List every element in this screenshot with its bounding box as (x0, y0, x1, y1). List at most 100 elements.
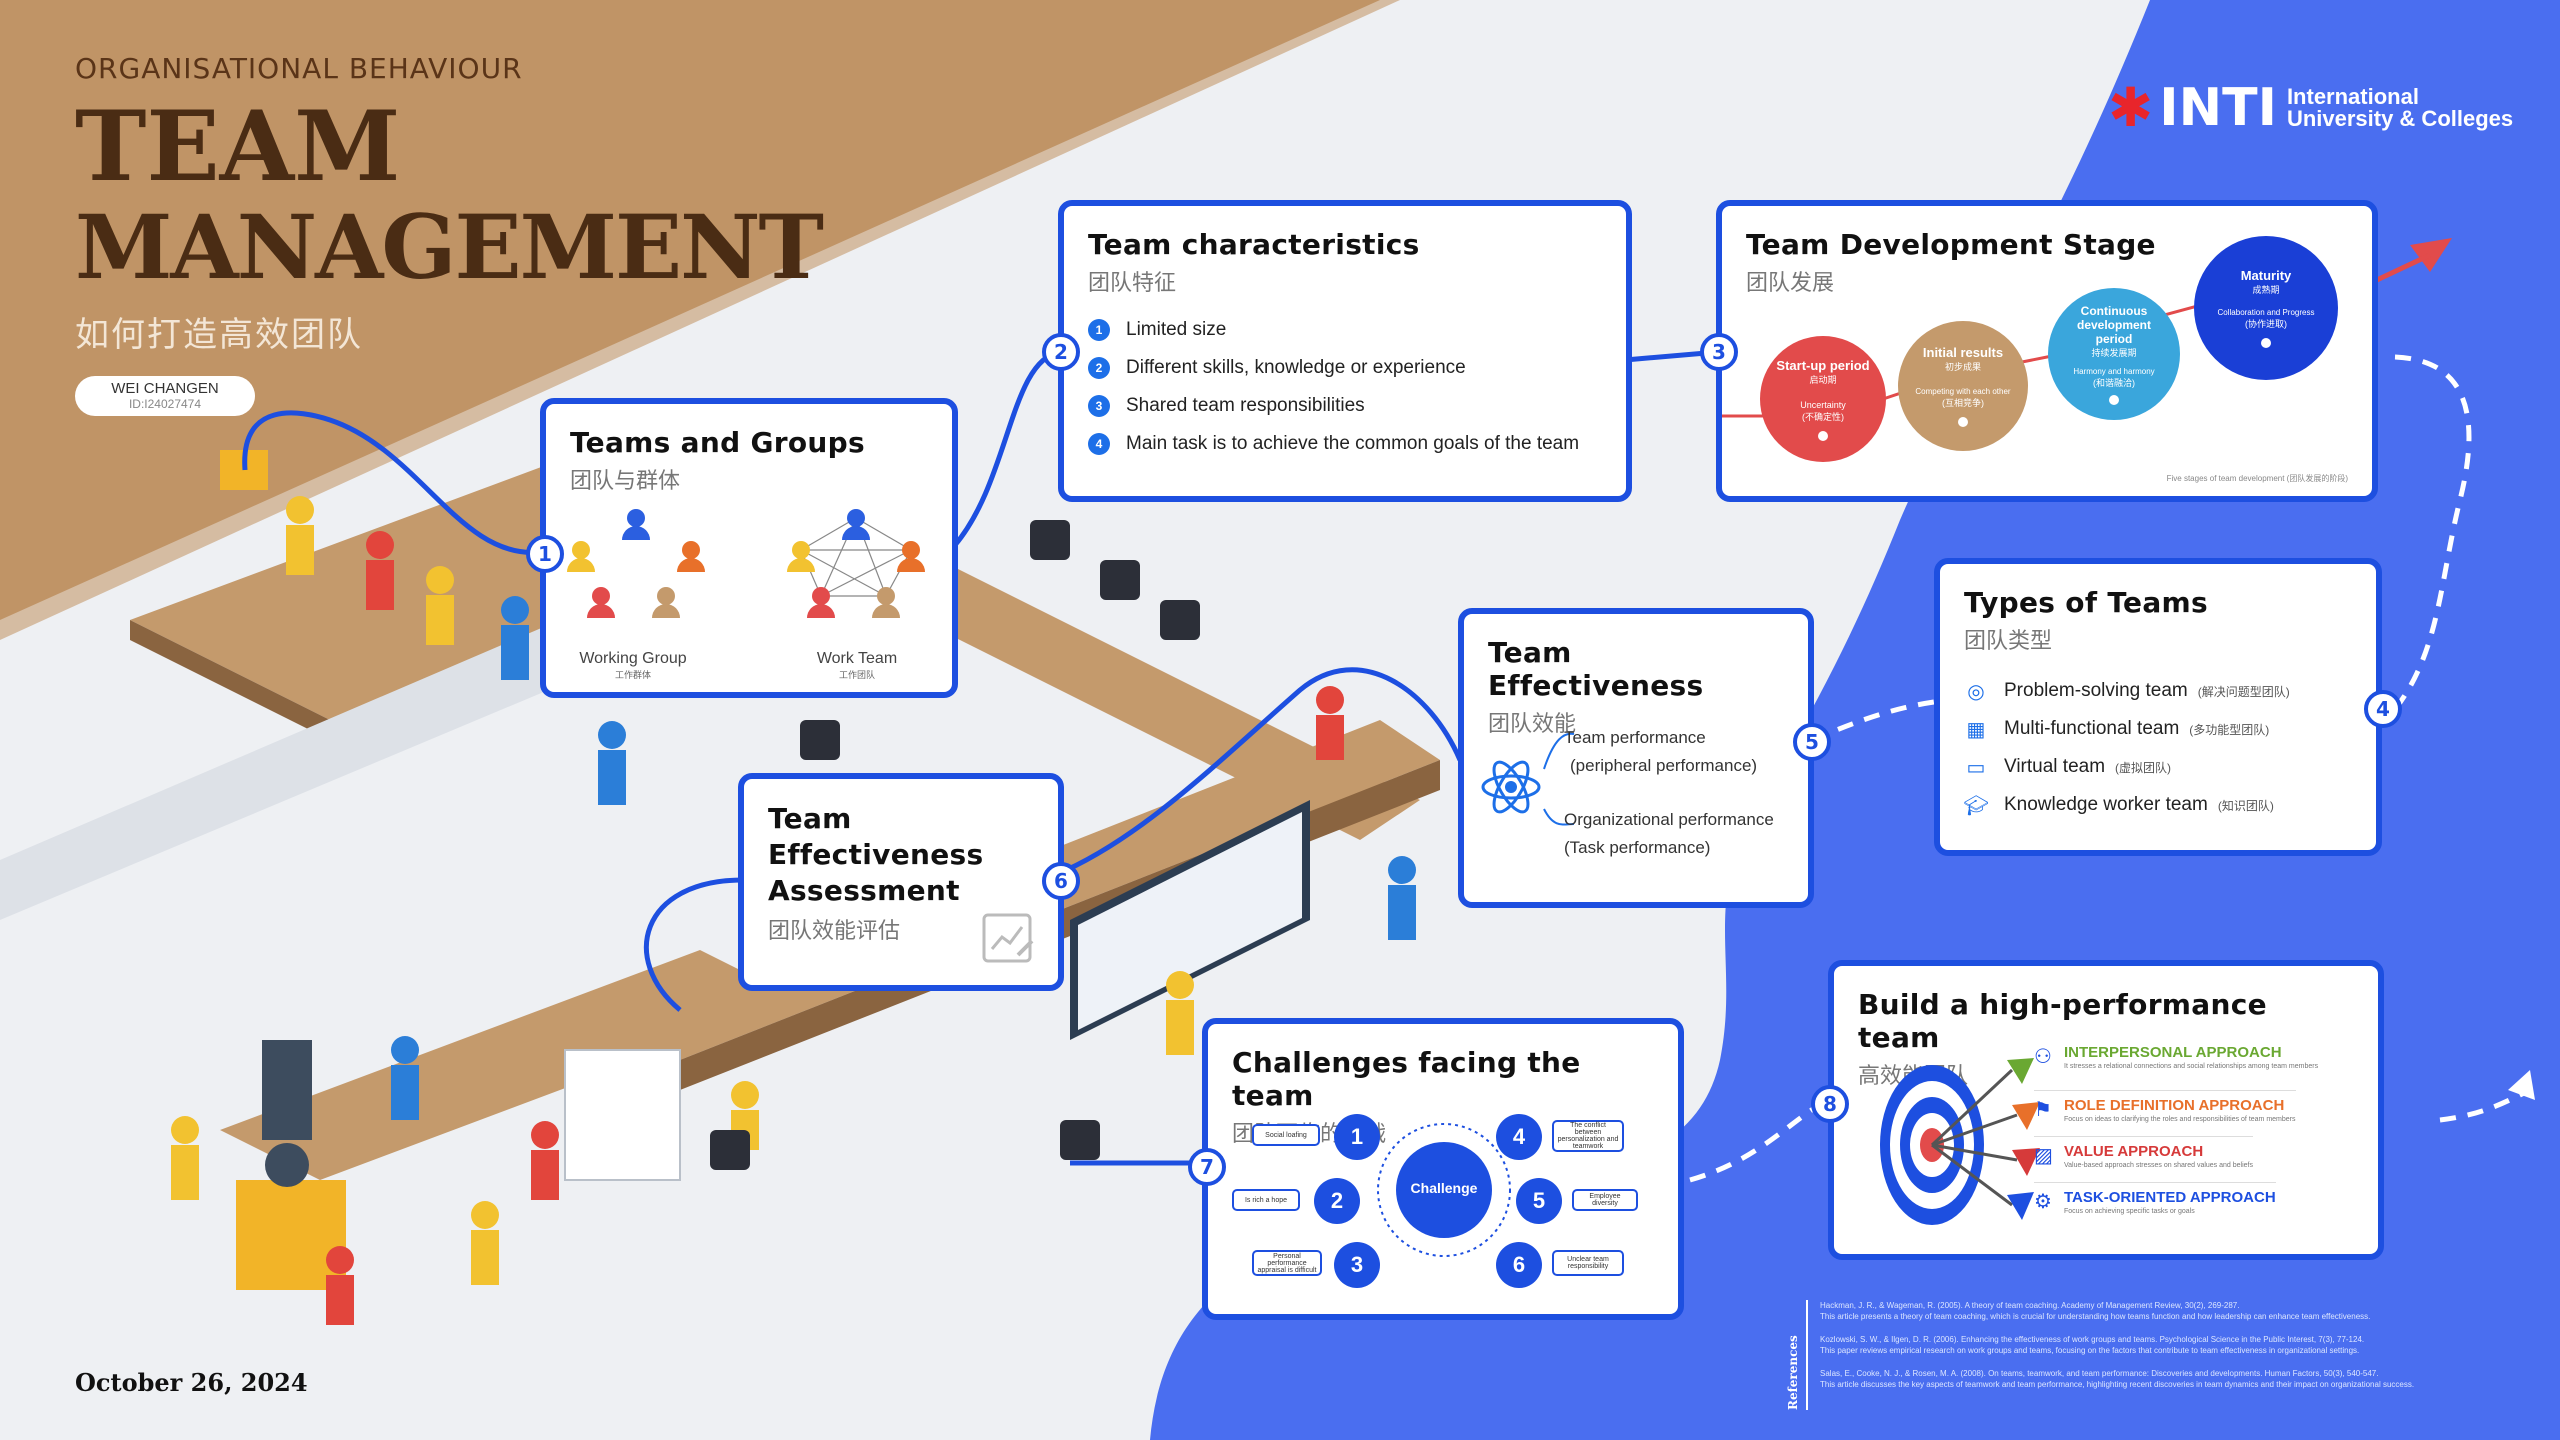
teams-groups-card: Teams and Groups 团队与群体 Working Group 工作群… (540, 398, 958, 698)
subtitle-cn: 如何打造高效团队 (75, 316, 363, 354)
working-group-label: Working Group (579, 650, 687, 667)
kicker-text: ORGANISATIONAL BEHAVIOUR (75, 52, 523, 85)
effectiveness-item1-line2: (peripheral performance) (1570, 756, 1758, 775)
logo: ✱ INTI International University & Colleg… (2108, 78, 2513, 138)
target-icon: ◎ (1967, 680, 1985, 703)
references-label: References (1786, 1300, 1808, 1410)
target-dart-icon (1880, 1058, 2040, 1225)
team-icon: ⚇ (2034, 1046, 2052, 1068)
graduation-cap-icon: 🎓︎ (1963, 794, 1989, 817)
assessment-title-line2: Effectiveness (768, 838, 984, 871)
challenge-ring (1377, 1123, 1511, 1257)
development-card: Team Development Stage 团队发展 Start-up per… (1716, 200, 2378, 502)
work-team-label: Work Team (816, 650, 898, 667)
challenge-5-label: Employee diversity (1572, 1189, 1638, 1211)
assessment-subtitle: 团队效能评估 (768, 918, 901, 943)
references: References Hackman, J. R., & Wageman, R.… (1786, 1300, 2415, 1410)
high-performance-title: Build a high-performance team (1858, 988, 2267, 1054)
development-title: Team Development Stage (1746, 228, 2156, 261)
list-item: ▦Multi-functional team(多功能型团队) (1964, 717, 2352, 741)
challenge-6-badge: 6 (1496, 1242, 1542, 1288)
characteristics-title: Team characteristics (1088, 228, 1420, 261)
high-performance-card: Build a high-performance team 高效能团队 ⚇ IN… (1828, 960, 2384, 1260)
list-item: ◎Problem-solving team(解决问题型团队) (1964, 679, 2352, 703)
flag-icon: ⚑ (2034, 1099, 2052, 1121)
challenge-3-label: Personal performance appraisal is diffic… (1252, 1250, 1322, 1276)
stage-continuous: Continuous development period 持续发展期 Harm… (2048, 288, 2180, 420)
step-7-badge: 7 (1188, 1148, 1226, 1186)
challenge-3-badge: 3 (1334, 1242, 1380, 1288)
gears-icon: ⚙ (2034, 1191, 2052, 1213)
effectiveness-connector-lines (1543, 732, 1575, 826)
logo-line2: University & Colleges (2286, 106, 2514, 131)
step-1-badge: 1 (526, 535, 564, 573)
page-title-line2: MANAGEMENT (75, 195, 824, 299)
step-3-badge: 3 (1700, 333, 1738, 371)
grid-icon: ▦ (1966, 718, 1986, 741)
teams-groups-title: Teams and Groups (570, 426, 865, 459)
author-badge: WEI CHANGEN ID:I24027474 (75, 376, 255, 416)
logo-brand: INTI (2159, 78, 2277, 138)
page-title-line1: TEAM (75, 90, 401, 203)
assessment-title-line1: Team (768, 802, 852, 835)
challenge-2-badge: 2 (1314, 1178, 1360, 1224)
challenge-2-label: Is rich a hope (1232, 1189, 1300, 1211)
working-group-label-cn: 工作群体 (614, 670, 651, 680)
working-group-people-icon (567, 509, 705, 618)
challenge-5-badge: 5 (1516, 1178, 1562, 1224)
types-card: Types of Teams 团队类型 ◎Problem-solving tea… (1934, 558, 2382, 856)
author-id: ID:I24027474 (128, 397, 202, 411)
step-5-badge: 5 (1793, 723, 1831, 761)
development-footnote: Five stages of team development (团队发展的阶段… (2166, 474, 2348, 483)
list-item: 🎓︎Knowledge worker team(知识团队) (1963, 794, 2274, 817)
work-team-label-cn: 工作团队 (838, 670, 875, 680)
effectiveness-item2-line1: Organizational performance (1564, 810, 1774, 829)
step-6-badge: 6 (1042, 862, 1080, 900)
list-item: ▭Virtual team(虚拟团队) (1964, 755, 2352, 779)
stage-start-up: Start-up period 启动期 Uncertainty (不确定性) (1760, 336, 1886, 462)
effectiveness-item1-line1: Team performance (1564, 728, 1706, 747)
logo-line1: International (2286, 84, 2419, 109)
stage-maturity: Maturity 成熟期 Collaboration and Progress … (2194, 236, 2338, 380)
effectiveness-item2-line2: (Task performance) (1564, 838, 1711, 857)
challenges-title: Challenges facing the team (1232, 1046, 1581, 1112)
effectiveness-title: Team Effectiveness (1488, 636, 1704, 702)
characteristics-subtitle: 团队特征 (1088, 270, 1177, 295)
monitor-icon: ▭ (1966, 756, 1986, 779)
types-list: ◎Problem-solving team(解决问题型团队) ▦Multi-fu… (1963, 679, 2352, 817)
assessment-title-line3: Assessment (768, 874, 960, 907)
chart-document-icon (982, 913, 1034, 963)
challenge-4-badge: 4 (1496, 1114, 1542, 1160)
effectiveness-card: Team Effectiveness 团队效能 Team performance… (1458, 608, 1814, 908)
chart-icon: ▨ (2034, 1145, 2053, 1167)
challenge-1-badge: 1 (1334, 1114, 1380, 1160)
step-2-badge: 2 (1042, 333, 1080, 371)
step-4-badge: 4 (2364, 690, 2402, 728)
atom-icon (1481, 760, 1541, 814)
challenge-4-label: The conflict between personalization and… (1552, 1120, 1624, 1152)
teams-groups-subtitle: 团队与群体 (570, 468, 681, 493)
challenges-card: Challenges facing the team 团队面临的挑战 Chall… (1202, 1018, 1684, 1320)
effectiveness-subtitle: 团队效能 (1488, 711, 1577, 736)
challenge-center-label: Challenge (1410, 1180, 1478, 1196)
challenge-1-label: Social loafing (1252, 1124, 1320, 1146)
author-name: WEI CHANGEN (111, 380, 219, 397)
work-team-network-icon (787, 509, 925, 618)
header: ORGANISATIONAL BEHAVIOUR TEAM MANAGEMENT… (75, 52, 824, 416)
types-title: Types of Teams (1964, 586, 2208, 619)
logo-star-icon: ✱ (2108, 78, 2154, 138)
stage-initial-results: Initial results 初步成果 Competing with each… (1898, 321, 2028, 451)
step-8-badge: 8 (1811, 1085, 1849, 1123)
date-text: October 26, 2024 (75, 1368, 308, 1397)
